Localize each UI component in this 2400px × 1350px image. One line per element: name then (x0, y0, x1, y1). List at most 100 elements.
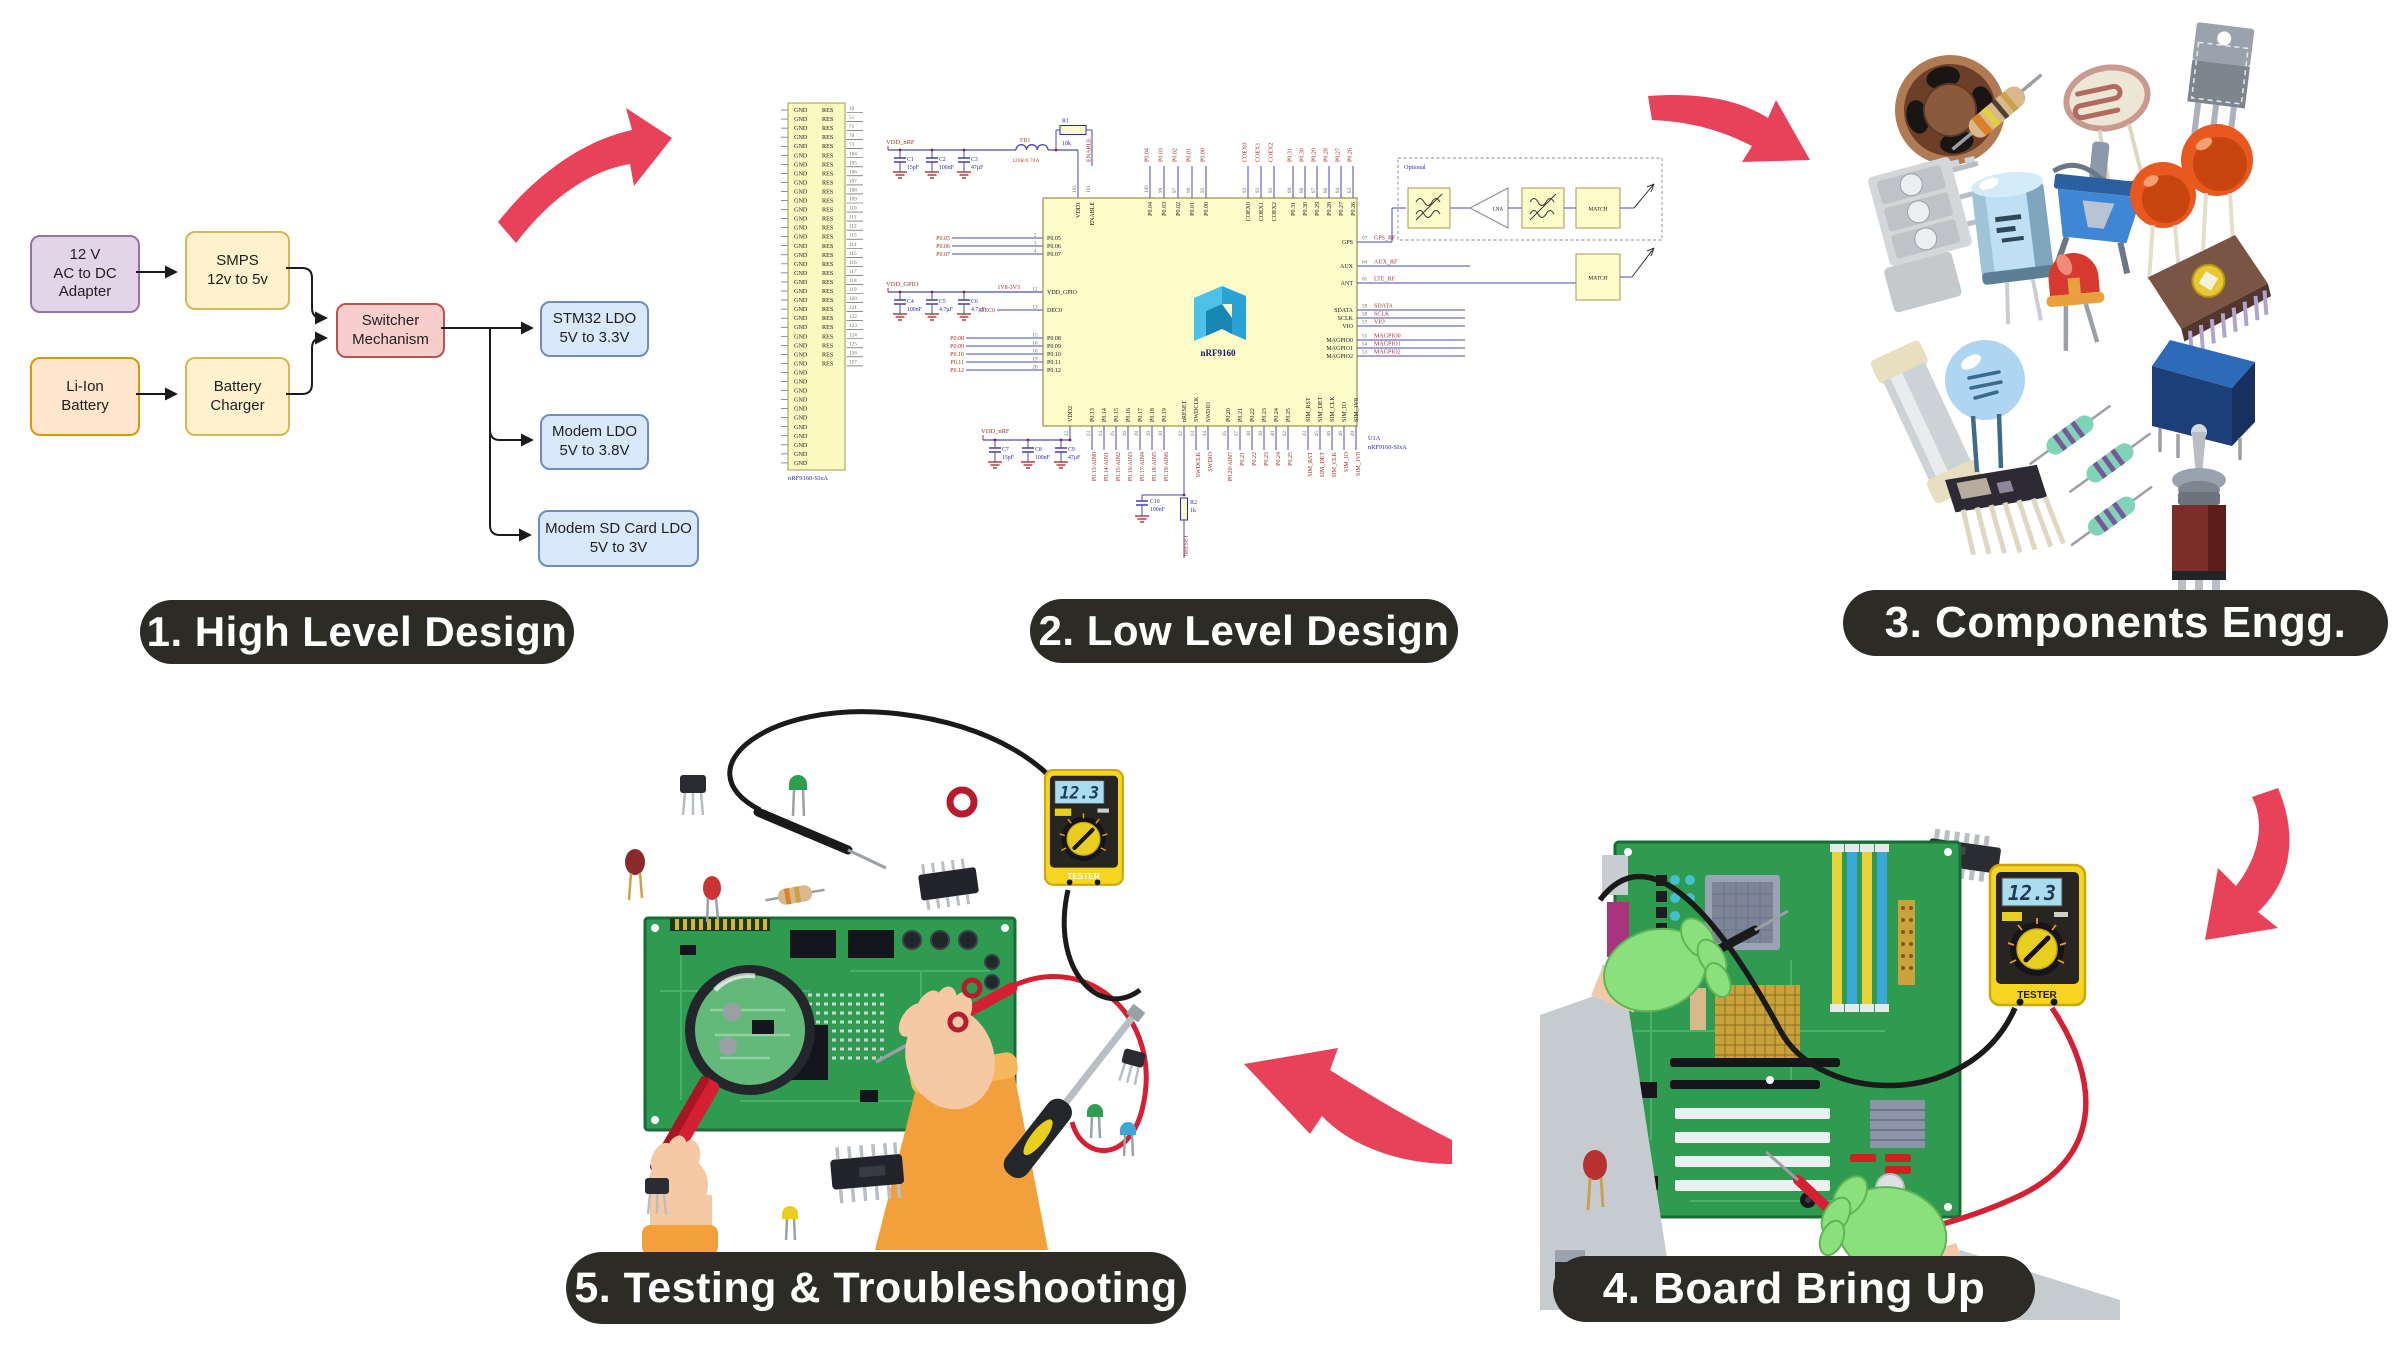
svg-text:GND: GND (794, 125, 808, 132)
svg-text:71: 71 (849, 124, 855, 130)
svg-text:SDATA: SDATA (1374, 304, 1394, 310)
dip-ic-icon (1945, 464, 2066, 556)
svg-text:P0.30: P0.30 (1303, 202, 1309, 216)
svg-text:VDD_nRF: VDD_nRF (981, 428, 1010, 435)
svg-text:RES: RES (822, 125, 834, 132)
svg-text:104: 104 (849, 151, 857, 157)
svg-text:GND: GND (794, 107, 808, 114)
svg-text:29: 29 (1146, 431, 1152, 437)
svg-text:GND: GND (794, 397, 808, 404)
svg-text:26: 26 (1122, 431, 1128, 437)
svg-text:P0.16/AIN3: P0.16/AIN3 (1128, 452, 1134, 481)
svg-text:P0.19: P0.19 (1162, 408, 1168, 422)
svg-text:COEX1: COEX1 (1256, 143, 1262, 162)
svg-text:127: 127 (849, 359, 857, 365)
arrow-4-to-5 (1244, 1048, 1452, 1164)
svg-text:MAGPIO2: MAGPIO2 (1326, 354, 1353, 360)
svg-text:45: 45 (1314, 431, 1320, 437)
svg-text:P0.05: P0.05 (1047, 236, 1061, 242)
svg-text:GND: GND (794, 388, 808, 395)
svg-text:GND: GND (794, 415, 808, 422)
svg-text:2: 2 (1034, 233, 1037, 239)
svg-text:C4: C4 (907, 299, 914, 305)
svg-text:C10: C10 (1150, 499, 1160, 505)
svg-text:C3: C3 (971, 157, 978, 163)
svg-text:P0.03: P0.03 (1162, 202, 1168, 216)
right-hand (898, 986, 995, 1110)
svg-text:GND: GND (794, 315, 808, 322)
svg-text:RES: RES (822, 360, 834, 367)
svg-text:P0.23: P0.23 (1264, 452, 1270, 466)
svg-text:COEX0: COEX0 (1243, 143, 1249, 162)
svg-text:SIM_1V8: SIM_1V8 (1356, 452, 1362, 476)
svg-text:GND: GND (794, 207, 808, 214)
svg-text:GND: GND (794, 243, 808, 250)
svg-text:16: 16 (1032, 341, 1038, 347)
svg-text:GND: GND (794, 379, 808, 386)
svg-text:86: 86 (1323, 187, 1329, 193)
svg-text:MAGPIO1: MAGPIO1 (1374, 342, 1401, 348)
svg-text:18: 18 (1032, 349, 1038, 355)
svg-text:10: 10 (849, 106, 855, 112)
svg-text:P0.15: P0.15 (1114, 408, 1120, 422)
svg-text:RES: RES (822, 225, 834, 232)
svg-text:ANT: ANT (1341, 281, 1354, 287)
svg-text:P0.24: P0.24 (1276, 452, 1282, 466)
svg-text:P0.06: P0.06 (936, 244, 950, 250)
svg-text:RES: RES (822, 134, 834, 141)
svg-text:GND: GND (794, 252, 808, 259)
svg-text:101: 101 (1086, 185, 1092, 193)
svg-text:P0.18/AIN5: P0.18/AIN5 (1152, 452, 1158, 481)
svg-text:LTE_RF: LTE_RF (1374, 277, 1395, 283)
svg-text:VDD_nRF: VDD_nRF (886, 139, 915, 146)
svg-text:P0.01: P0.01 (1190, 202, 1196, 216)
svg-text:RES: RES (822, 270, 834, 277)
svg-text:P0.09: P0.09 (950, 344, 964, 350)
stage-label-2: 2. Low Level Design (1030, 599, 1458, 663)
svg-text:RES: RES (822, 107, 834, 114)
ram-slots (1830, 844, 1889, 1012)
svg-text:P0.17/AIN4: P0.17/AIN4 (1140, 452, 1146, 481)
svg-text:GPS: GPS (1342, 240, 1353, 246)
resistor-icon (1951, 73, 2043, 151)
stage-label-1: 1. High Level Design (140, 600, 574, 664)
svg-text:MAGPIO0: MAGPIO0 (1374, 334, 1401, 340)
svg-text:107: 107 (849, 178, 857, 184)
svg-text:SIM_DET: SIM_DET (1318, 396, 1324, 422)
svg-text:P0.13/AIN0: P0.13/AIN0 (1092, 452, 1098, 481)
svg-text:SIM_CLK: SIM_CLK (1332, 451, 1338, 477)
svg-text:P0.07: P0.07 (936, 252, 950, 258)
svg-text:P0.00: P0.00 (1204, 202, 1210, 216)
svg-text:P0.16: P0.16 (1126, 408, 1132, 422)
svg-text:RES: RES (822, 207, 834, 214)
svg-text:33: 33 (1190, 431, 1196, 437)
svg-text:97: 97 (1172, 187, 1178, 193)
svg-text:1V8-3V3: 1V8-3V3 (997, 285, 1020, 291)
svg-text:34: 34 (1202, 431, 1208, 437)
svg-text:93: 93 (1242, 187, 1248, 193)
svg-text:SIM_DET: SIM_DET (1320, 452, 1326, 478)
svg-text:P0.26: P0.26 (1348, 148, 1354, 162)
svg-text:111: 111 (849, 215, 857, 221)
svg-text:C9: C9 (1068, 447, 1075, 453)
svg-text:SIM_RST: SIM_RST (1308, 452, 1314, 477)
svg-text:116: 116 (849, 260, 857, 266)
svg-text:GND: GND (794, 433, 808, 440)
svg-text:GND: GND (794, 424, 808, 431)
svg-text:SWDIO: SWDIO (1206, 402, 1212, 422)
svg-text:C1: C1 (907, 157, 914, 163)
svg-text:LNA: LNA (1493, 208, 1504, 213)
svg-text:COEX0: COEX0 (1246, 202, 1252, 221)
svg-text:GND: GND (794, 161, 808, 168)
svg-text:100nF: 100nF (1150, 507, 1166, 513)
svg-text:35: 35 (1222, 431, 1228, 437)
svg-text:RES: RES (822, 306, 834, 313)
svg-text:VIO: VIO (1374, 320, 1385, 326)
svg-text:22: 22 (1064, 431, 1070, 437)
svg-text:51: 51 (849, 115, 855, 121)
svg-text:88: 88 (1299, 187, 1305, 193)
black-cable (727, 709, 1071, 813)
svg-text:87: 87 (1311, 187, 1317, 193)
